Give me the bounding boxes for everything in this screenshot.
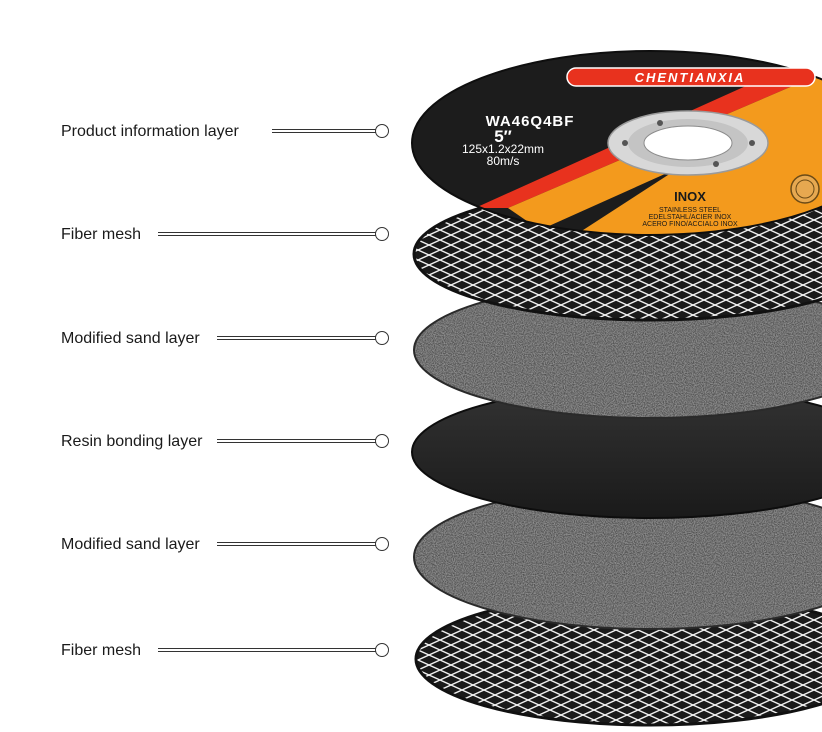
disc-material-line-3: ACERO FINO/ACCIALO INOX bbox=[642, 221, 738, 228]
label-text: Product information layer bbox=[61, 123, 239, 140]
leader-dot-icon bbox=[375, 643, 389, 657]
leader-line bbox=[158, 232, 376, 236]
label-text: Fiber mesh bbox=[61, 642, 142, 659]
layer-label-fiber-mesh-top: Fiber mesh bbox=[0, 223, 400, 247]
disc-material: INOX bbox=[674, 189, 706, 204]
leader-dot-icon bbox=[375, 434, 389, 448]
disc-dimensions: 125x1.2x22mm bbox=[462, 142, 544, 156]
layer-label-sand-lower: Modified sand layer bbox=[0, 533, 400, 557]
layer-label-sand-upper: Modified sand layer bbox=[0, 327, 400, 351]
label-text: Resin bonding layer bbox=[61, 433, 203, 450]
product-info-disc: CHENTIANXIA WA46Q4BF 5″ 125x1.2x22mm 80m… bbox=[411, 50, 822, 236]
label-text: Modified sand layer bbox=[61, 536, 200, 553]
leader-dot-icon bbox=[375, 227, 389, 241]
disc-model: WA46Q4BF bbox=[486, 113, 575, 130]
disc-speed: 80m/s bbox=[487, 154, 520, 168]
layer-label-fiber-mesh-bottom: Fiber mesh bbox=[0, 639, 400, 663]
disc-material-line-2: EDELSTAHL/ACIER INOX bbox=[649, 214, 732, 221]
leader-dot-icon bbox=[375, 124, 389, 138]
leader-line bbox=[217, 542, 376, 546]
certification-seal-icon bbox=[790, 174, 820, 204]
leader-dot-icon bbox=[375, 537, 389, 551]
leader-line bbox=[158, 648, 376, 652]
brand-badge bbox=[566, 67, 816, 87]
brand-name: CHENTIANXIA bbox=[635, 70, 746, 85]
arbor-hole bbox=[643, 125, 733, 161]
leader-line bbox=[217, 439, 376, 443]
leader-line bbox=[272, 129, 376, 133]
layer-label-resin: Resin bonding layer bbox=[0, 430, 400, 454]
leader-line bbox=[217, 336, 376, 340]
label-text: Modified sand layer bbox=[61, 330, 200, 347]
disc-size: 5″ bbox=[494, 127, 512, 146]
label-text: Fiber mesh bbox=[61, 226, 142, 243]
layer-label-product-info: Product information layer bbox=[0, 120, 400, 144]
leader-dot-icon bbox=[375, 331, 389, 345]
disc-material-line-1: STAINLESS STEEL bbox=[659, 207, 721, 214]
